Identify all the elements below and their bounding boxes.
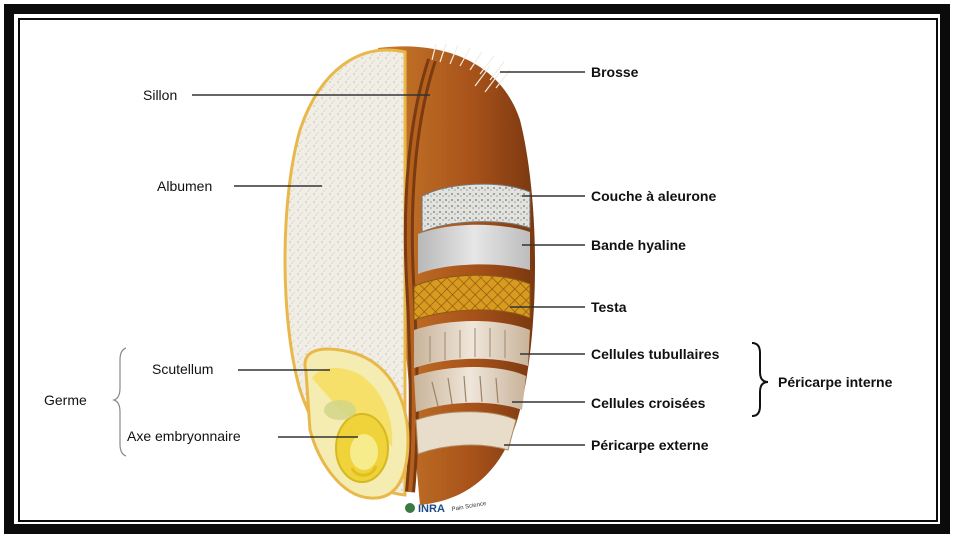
label-couche-aleurone: Couche à aleurone (591, 188, 716, 204)
label-germe: Germe (44, 392, 87, 408)
pericarpe-interne-bracket (752, 343, 768, 416)
label-cellules-tubullaires: Cellules tubullaires (591, 346, 719, 362)
logo-sub: Pain Science (451, 501, 487, 513)
label-cellules-croisees: Cellules croisées (591, 395, 705, 411)
label-brosse: Brosse (591, 64, 638, 80)
label-albumen: Albumen (157, 178, 212, 194)
label-sillon: Sillon (143, 87, 177, 103)
label-pericarpe-externe: Péricarpe externe (591, 437, 709, 453)
label-pericarpe-interne: Péricarpe interne (778, 374, 892, 390)
label-scutellum: Scutellum (152, 361, 213, 377)
inra-logo: INRA Pain Science (405, 501, 487, 515)
label-bande-hyaline: Bande hyaline (591, 237, 686, 253)
label-testa: Testa (591, 299, 627, 315)
label-axe-embryonnaire: Axe embryonnaire (127, 428, 241, 444)
germe-bracket (114, 348, 126, 456)
logo-brand: INRA (418, 503, 445, 515)
